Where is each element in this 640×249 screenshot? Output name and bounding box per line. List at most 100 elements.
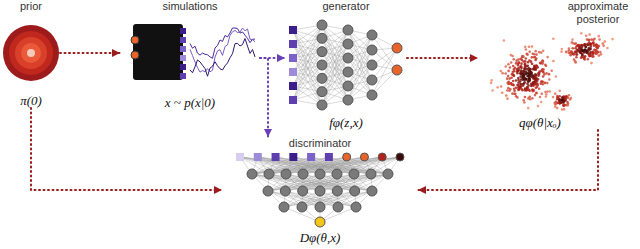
posterior-sample (528, 50, 531, 53)
posterior-sample (512, 80, 515, 83)
posterior-sample (529, 68, 532, 71)
posterior-sample (534, 50, 537, 53)
posterior-sample (588, 39, 591, 42)
posterior-sample (510, 76, 513, 79)
posterior-sample (563, 104, 566, 107)
posterior-sample (546, 90, 549, 93)
posterior-sample (584, 43, 587, 46)
posterior-sample (585, 34, 588, 37)
posterior-sample (503, 39, 506, 42)
posterior-sample (545, 93, 548, 96)
posterior-sample (526, 65, 529, 68)
posterior-sample (533, 53, 536, 56)
input-square (289, 54, 297, 62)
posterior-sample (520, 71, 523, 74)
posterior-sample (556, 107, 559, 110)
posterior-sample (523, 78, 526, 81)
input-square (272, 153, 280, 161)
posterior-sample (515, 79, 518, 82)
posterior-sample (600, 53, 603, 56)
posterior-sample (574, 60, 577, 63)
hidden-neuron (298, 169, 308, 179)
hidden-neuron (317, 33, 327, 43)
posterior-sample (530, 60, 533, 63)
posterior-sample (561, 101, 564, 104)
dotted-arrow (31, 108, 222, 190)
posterior-sample (521, 55, 524, 58)
posterior-sample (531, 56, 534, 59)
dotted-arrow (407, 57, 478, 59)
prior-ring (27, 49, 35, 57)
discriminator-node: discriminatorDφ(θ,x) (222, 137, 418, 245)
hidden-neuron (315, 186, 325, 196)
posterior-sample (531, 88, 534, 91)
hidden-neuron (367, 186, 377, 196)
posterior-sample (521, 89, 524, 92)
posterior-sample (540, 101, 543, 104)
output-square (180, 64, 186, 70)
posterior-sample (598, 38, 601, 41)
posterior-sample (510, 61, 513, 64)
posterior-sample (517, 58, 520, 61)
posterior-sample (597, 45, 600, 48)
component-label: simulations (162, 0, 217, 13)
output-square (180, 37, 186, 43)
input-square (289, 96, 297, 104)
posterior-sample (533, 65, 536, 68)
posterior-sample (517, 61, 520, 64)
posterior-sample (522, 60, 525, 63)
posterior-sample (510, 54, 513, 57)
hidden-neuron (263, 186, 273, 196)
posterior-sample (518, 87, 521, 90)
posterior-sample (512, 58, 515, 61)
posterior-sample (580, 32, 583, 35)
posterior-sample (540, 80, 543, 83)
posterior-sample (611, 38, 614, 41)
posterior-sample (516, 70, 519, 73)
hidden-neuron (317, 47, 327, 57)
posterior-sample (568, 94, 571, 97)
posterior-sample (542, 70, 545, 73)
posterior-sample (545, 95, 548, 98)
hidden-neuron (317, 20, 327, 30)
posterior-sample (515, 95, 518, 98)
dotted-arrow (418, 130, 598, 190)
posterior-sample (506, 97, 509, 100)
posterior-sample (545, 72, 548, 75)
prior-ring (9, 31, 53, 75)
posterior-sample (538, 87, 541, 90)
posterior-sample (523, 67, 526, 70)
posterior-sample (523, 101, 526, 104)
posterior-sample (527, 61, 530, 64)
posterior-sample (583, 44, 586, 47)
posterior-sample (552, 38, 555, 41)
hidden-neuron (264, 169, 274, 179)
posterior-sample (523, 82, 526, 85)
hidden-neuron (367, 75, 377, 85)
hidden-neuron (317, 60, 327, 70)
posterior-sample (507, 63, 510, 66)
output-square (180, 73, 186, 79)
posterior-sample (586, 44, 589, 47)
posterior-sample (575, 45, 578, 48)
posterior-sample (517, 62, 520, 65)
posterior-sample (532, 81, 535, 84)
posterior-sample (590, 45, 593, 48)
posterior-sample (575, 53, 578, 56)
hidden-neuron (317, 100, 327, 110)
hidden-neuron (315, 202, 325, 212)
posterior-sample (539, 62, 542, 65)
posterior-sample (589, 51, 592, 54)
posterior-sample (520, 83, 523, 86)
posterior-sample (509, 66, 512, 69)
posterior-sample (504, 65, 507, 68)
posterior-sample (593, 48, 596, 51)
posterior-sample (513, 74, 516, 77)
posterior-sample (549, 90, 552, 93)
posterior-sample (566, 101, 569, 104)
posterior-sample (520, 65, 523, 68)
posterior-sample (527, 72, 530, 75)
posterior-sample (541, 80, 544, 83)
posterior-sample (541, 83, 544, 86)
posterior-sample (575, 56, 578, 59)
